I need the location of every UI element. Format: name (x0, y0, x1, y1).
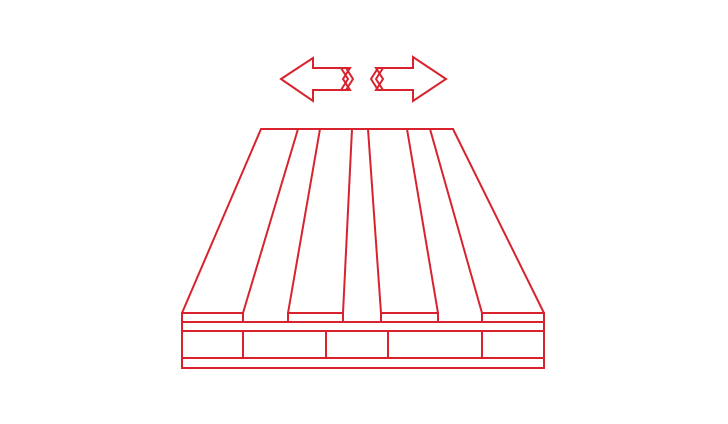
deck-board-2-left (287, 128, 321, 314)
deck-board-1 (242, 128, 299, 314)
deck-board-2-right (342, 128, 353, 314)
arrow-left-icon (279, 56, 355, 103)
arrow-right-icon (369, 55, 448, 103)
deck-board-4 (429, 128, 483, 314)
block-row (181, 330, 545, 359)
deck-board-3-left (367, 128, 382, 314)
board-edge-4 (481, 312, 545, 323)
board-edge-3 (380, 312, 439, 323)
pallet-top-deck (181, 128, 545, 323)
board-edge-2 (287, 312, 344, 323)
deck-board-3-right (406, 128, 439, 314)
bottom-board (181, 357, 545, 369)
stringer-board (181, 321, 545, 332)
pallet-base (181, 321, 545, 369)
board-edge-1 (181, 312, 244, 323)
